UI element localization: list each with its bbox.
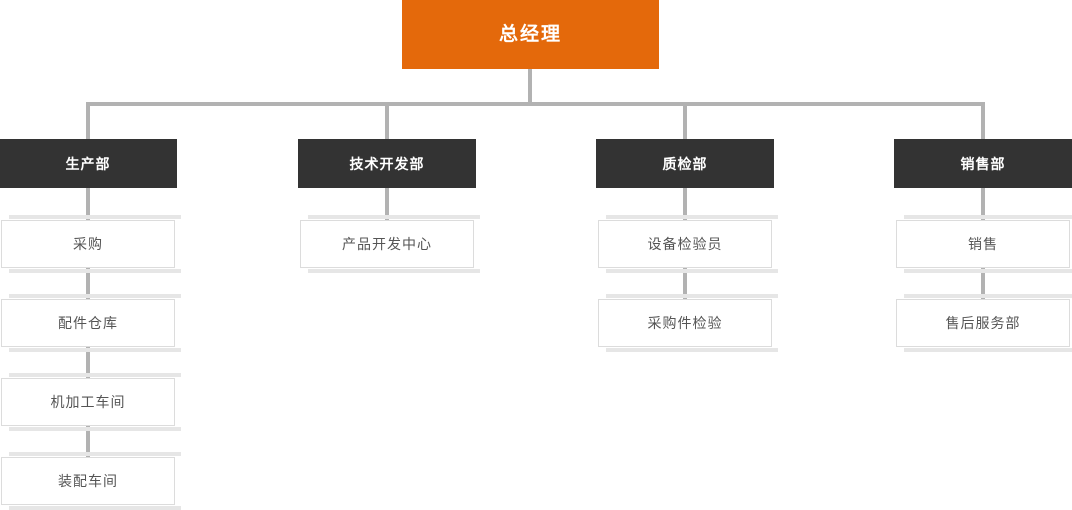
connector-root-stem xyxy=(528,69,532,102)
node-qc-dept: 质检部 xyxy=(596,139,774,188)
connector-drop-col3 xyxy=(683,102,687,140)
connector-col3-seg2 xyxy=(683,268,687,299)
connector-col1-seg1 xyxy=(86,188,90,220)
node-purchasing: 采购 xyxy=(1,215,181,273)
node-production-dept: 生产部 xyxy=(0,139,177,188)
connector-drop-col4 xyxy=(981,102,985,140)
connector-bus xyxy=(86,102,985,106)
connector-col1-seg3 xyxy=(86,347,90,378)
node-sales-dept: 销售部 xyxy=(894,139,1072,188)
connector-col4-seg1 xyxy=(981,188,985,220)
connector-col4-seg2 xyxy=(981,268,985,299)
node-sales: 销售 xyxy=(896,215,1072,273)
node-tech-dev-dept: 技术开发部 xyxy=(298,139,476,188)
node-equipment-inspector: 设备检验员 xyxy=(598,215,778,273)
connector-drop-col1 xyxy=(86,102,90,140)
connector-col2-seg1 xyxy=(385,188,389,220)
connector-col1-seg2 xyxy=(86,268,90,299)
node-parts-warehouse: 配件仓库 xyxy=(1,294,181,352)
connector-col3-seg1 xyxy=(683,188,687,220)
node-after-sales-service: 售后服务部 xyxy=(896,294,1072,352)
node-product-dev-center: 产品开发中心 xyxy=(300,215,480,273)
node-machining-workshop: 机加工车间 xyxy=(1,373,181,431)
node-purchased-parts-inspection: 采购件检验 xyxy=(598,294,778,352)
connector-col1-seg4 xyxy=(86,426,90,457)
node-assembly-workshop: 装配车间 xyxy=(1,452,181,510)
connector-drop-col2 xyxy=(385,102,389,140)
node-general-manager: 总经理 xyxy=(402,0,659,69)
